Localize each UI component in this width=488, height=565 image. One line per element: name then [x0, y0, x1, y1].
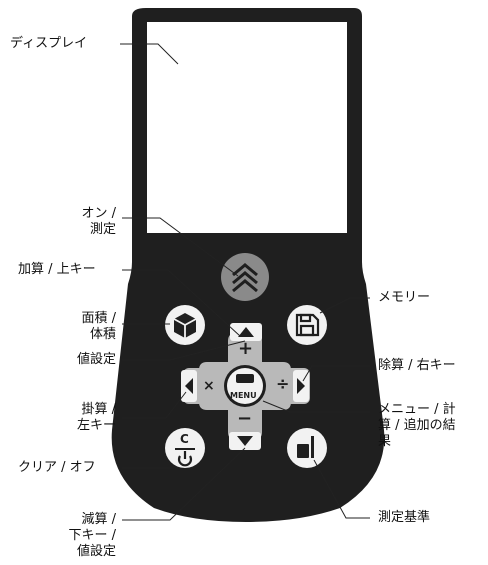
power-icon — [177, 451, 193, 467]
label-menu-calc-line3: 果 — [378, 434, 392, 449]
label-memory: メモリー — [378, 290, 431, 305]
label-subtract-down-line1: 減算 / — [81, 512, 116, 527]
floppy-disk-icon — [295, 313, 320, 337]
triangle-up-icon — [238, 327, 254, 337]
plus-symbol: + — [238, 338, 254, 359]
label-divide-right: 除算 / 右キー — [378, 358, 456, 373]
triangle-left-icon — [185, 378, 193, 394]
label-multiply-left-line2: 左キー — [76, 418, 116, 433]
label-menu-calc-line2: 算 / 追加の結 — [378, 418, 456, 433]
chevron-up-icon — [232, 263, 258, 293]
label-subtract-down-line3: 値設定 — [76, 544, 116, 559]
divide-symbol: ÷ — [276, 374, 290, 393]
callout-lines — [120, 43, 370, 521]
label-area-volume-line1: 面積 / — [81, 311, 116, 326]
menu-bar-icon — [236, 374, 254, 383]
label-on-measure-line1: オン / — [81, 206, 116, 221]
label-menu-calc-line1: メニュー / 計 — [378, 402, 456, 417]
on-measure-button — [221, 253, 269, 301]
triangle-down-icon — [237, 436, 253, 446]
menu-text: MENU — [230, 391, 257, 400]
label-multiply-left: 掛算 / 左キー — [60, 402, 116, 434]
label-reference: 測定基準 — [378, 510, 431, 525]
reference-icon — [297, 436, 314, 458]
triangle-right-icon — [297, 378, 305, 394]
label-area-volume-line2: 体積 — [89, 327, 116, 342]
display-screen — [147, 22, 347, 233]
label-on-measure-line2: 測定 — [89, 222, 116, 237]
label-subtract-down-line2: 下キー / — [68, 528, 116, 543]
label-clear-off: クリア / オフ — [18, 460, 96, 475]
label-menu-calc: メニュー / 計 算 / 追加の結 果 — [378, 402, 456, 450]
label-subtract-down: 減算 / 下キー / 値設定 — [60, 512, 116, 560]
label-on-measure: オン / 測定 — [60, 206, 116, 238]
label-display: ディスプレイ — [10, 36, 88, 51]
clear-c-text: C — [180, 432, 189, 446]
label-multiply-left-line1: 掛算 / — [81, 402, 116, 417]
label-area-volume: 面積 / 体積 — [60, 311, 116, 343]
label-value-setting: 値設定 — [76, 352, 116, 367]
label-add-up: 加算 / 上キー — [18, 262, 96, 277]
minus-symbol: − — [237, 408, 253, 429]
times-symbol: × — [203, 378, 215, 394]
